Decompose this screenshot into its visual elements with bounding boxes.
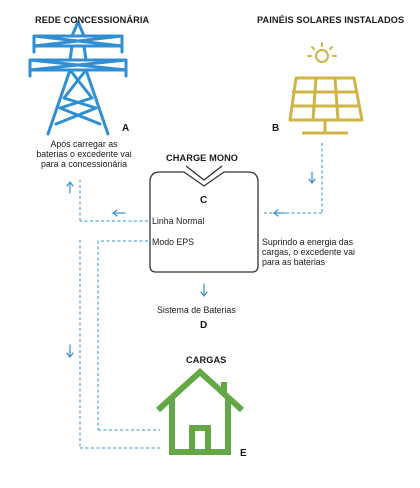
- inverter-note: Suprindo a energia das cargas, o exceden…: [262, 237, 355, 267]
- solar-letter: B: [272, 123, 280, 134]
- battery-title: Sistema de Baterias: [157, 305, 236, 315]
- grid-letter: A: [122, 123, 130, 134]
- grid-title: REDE CONCESSIONÁRIA: [35, 15, 150, 25]
- inverter-note-line-1: Suprindo a energia das: [262, 237, 353, 247]
- grid-note: Após carregar as baterias o excedente va…: [28, 139, 140, 169]
- arrow-down-solar: [308, 171, 316, 184]
- arrow-left-into-inverter: [273, 209, 286, 217]
- inverter-box: [149, 165, 259, 273]
- grid-note-line-1: Após carregar as: [50, 139, 118, 149]
- loads-letter: E: [240, 448, 247, 459]
- mode-normal-label: Linha Normal: [152, 216, 205, 226]
- solar-panel-icon: [288, 76, 364, 135]
- house-icon: [155, 367, 245, 455]
- flow-lines: [79, 143, 323, 449]
- arrow-left-to-grid: [112, 209, 126, 217]
- solar-title: PAINÉIS SOLARES INSTALADOS: [257, 15, 405, 25]
- arrow-up-to-grid: [66, 181, 74, 194]
- loads-title: CARGAS: [186, 355, 227, 365]
- sun-icon: [307, 42, 337, 63]
- grid-note-line-2: baterias o excedente vai: [36, 149, 132, 160]
- battery-letter: D: [200, 320, 208, 331]
- grid-note-line-3: para a concessionária: [40, 159, 128, 170]
- inverter-letter: C: [200, 195, 208, 206]
- flow-arrows: [66, 171, 316, 358]
- inverter-title: CHARGE MONO: [166, 153, 239, 163]
- arrow-down-to-battery: [200, 283, 208, 297]
- transmission-tower-icon: [28, 20, 128, 136]
- inverter-note-line-2: cargas, o excedente vai: [262, 247, 355, 258]
- mode-eps-label: Modo EPS: [152, 237, 195, 247]
- arrow-down-to-loads: [66, 344, 74, 358]
- inverter-note-line-3: para as baterias: [262, 257, 326, 268]
